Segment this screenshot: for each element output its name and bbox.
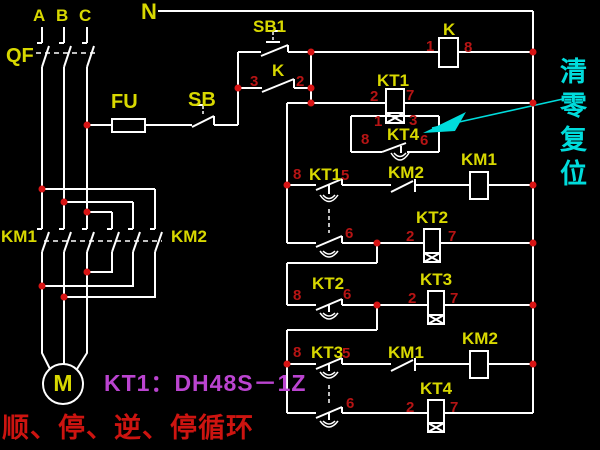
kt1-coil-symbol (385, 88, 405, 124)
phase-a-label: A (33, 6, 46, 25)
terminal-number: 8 (293, 287, 302, 304)
kt1-contact-label: KT1 (309, 165, 342, 184)
km2-coil-label: KM2 (462, 329, 498, 348)
km1-main-contacts (37, 228, 95, 253)
cycle-caption: 顺、停、逆、停循环 (2, 413, 254, 443)
motor-label: M (53, 370, 73, 396)
km2-coil-symbol (469, 350, 489, 379)
crossover-wiring (42, 188, 156, 298)
breaker-label: QF (6, 45, 34, 67)
terminal-number: 6 (420, 132, 429, 149)
kt2-coil-label: KT2 (416, 208, 449, 227)
terminal-number: 6 (346, 395, 355, 412)
terminal-number: 6 (345, 225, 354, 242)
kt3-coil-label: KT3 (420, 270, 453, 289)
jog2-wire (287, 305, 378, 331)
terminal-number: 2 (406, 399, 415, 416)
stop-button-label: SB1 (253, 17, 287, 36)
km1-coil-symbol (469, 171, 489, 200)
km1-nc-contact-symbol (342, 358, 470, 372)
phase-b-label: B (56, 6, 69, 25)
kt2-contact-label: KT2 (312, 274, 345, 293)
kt4-coil-symbol (427, 399, 445, 433)
terminal-number: 3 (250, 73, 259, 90)
start-button-label: SB (188, 89, 216, 111)
kt4-contact-symbol (381, 142, 410, 161)
kt4-box-label: KT4 (387, 125, 420, 144)
kt4-enclosure-box (350, 115, 440, 153)
km2-main-contacts (107, 189, 163, 253)
terminal-number: 2 (296, 73, 305, 90)
k-contact-symbol (238, 52, 312, 103)
km1-coil-label: KM1 (461, 150, 497, 169)
sb1-button-symbol (238, 30, 289, 57)
motor-leads (41, 252, 88, 370)
fuse-label: FU (111, 91, 138, 113)
terminal-number: 8 (361, 131, 370, 148)
k-coil-label: K (443, 20, 456, 39)
kt1-delay-contact-1 (287, 178, 343, 203)
sb-button-symbol (191, 52, 239, 128)
timer-model-note: KT1：DH48S－1Z (104, 370, 307, 396)
km1-nc-contact-label: KM1 (388, 343, 424, 362)
terminal-number: 1 (374, 113, 383, 130)
km1-main-label: KM1 (1, 227, 37, 246)
kt3-delay-contact-2 (287, 406, 343, 428)
kt3-contact-label: KT3 (311, 343, 344, 362)
terminal-number: 7 (450, 399, 459, 416)
reset-note: 清 零 复 位 (560, 57, 587, 189)
motor-symbol (42, 363, 84, 405)
phase-c-label: C (79, 6, 92, 25)
qf-breaker-symbol (36, 27, 98, 68)
terminal-number: 2 (370, 88, 379, 105)
terminal-number: 6 (343, 286, 352, 303)
junction-dots (38, 48, 537, 368)
k-coil-symbol (438, 37, 459, 68)
terminal-number: 1 (426, 38, 435, 55)
km2-nc-contact-symbol (342, 179, 470, 193)
terminal-number: 2 (408, 290, 417, 307)
km2-main-label: KM2 (171, 227, 207, 246)
fu-fuse-symbol (87, 118, 192, 133)
terminal-number: 2 (406, 228, 415, 245)
terminal-number: 7 (406, 87, 415, 104)
terminal-number: 5 (342, 345, 351, 362)
kt1-coil-label: KT1 (377, 71, 410, 90)
terminal-number: 5 (341, 167, 350, 184)
kt3-coil-symbol (427, 290, 445, 325)
k-contact-label: K (272, 61, 285, 80)
terminal-number: 8 (293, 166, 302, 183)
neutral-label: N (141, 0, 157, 24)
terminal-number: 8 (293, 344, 302, 361)
kt4-coil-label: KT4 (420, 379, 453, 398)
kt2-delay-contact (287, 298, 343, 320)
terminal-number: 8 (464, 39, 473, 56)
kt3-delay-contact-1 (287, 357, 343, 379)
kt2-coil-symbol (423, 228, 441, 263)
terminal-number: 3 (409, 112, 418, 129)
terminal-number: 7 (450, 290, 459, 307)
kt1-delay-contact-2 (287, 235, 343, 258)
km2-nc-contact-label: KM2 (388, 163, 424, 182)
terminal-number: 7 (448, 228, 457, 245)
reset-arrow (423, 98, 564, 133)
